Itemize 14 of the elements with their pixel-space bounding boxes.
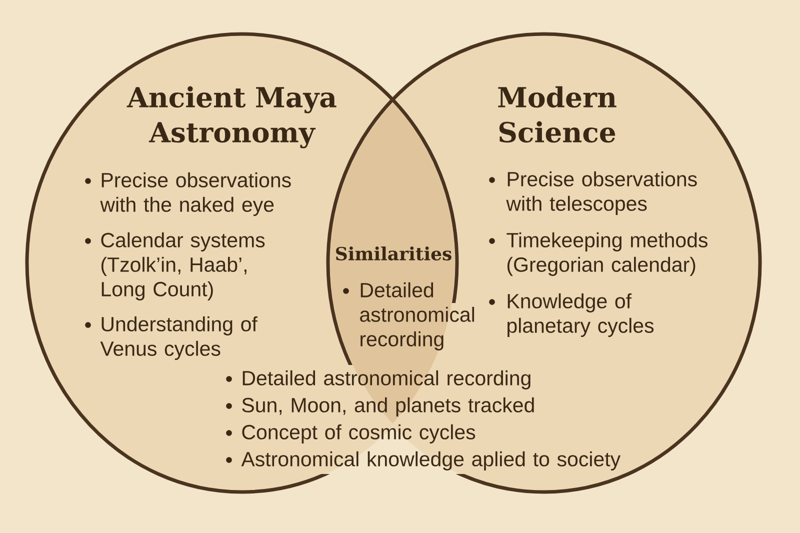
heading: Similarities bbox=[336, 246, 452, 260]
list-item: Astronomical knowledge aplied to society bbox=[241, 451, 621, 470]
list-item: Concept of cosmic cycles bbox=[242, 424, 476, 444]
list-item: Detailed astronomical recording bbox=[360, 282, 474, 350]
list-item: Knowledge of planetary cycles bbox=[508, 293, 654, 337]
heading: Modern Science bbox=[498, 86, 616, 143]
list-item: Precise observations with telescopes bbox=[506, 171, 697, 215]
list-item: Timekeeping methods (Gregorian calendar) bbox=[506, 232, 708, 276]
list-item: Understanding of Venus cycles bbox=[100, 316, 258, 360]
list-item: Detailed astronomical recording bbox=[242, 370, 530, 390]
list-item: Sun, Moon, and planets tracked bbox=[242, 397, 534, 416]
list-item: Precise observations with the naked eye bbox=[100, 172, 291, 216]
list-item: Calendar systems (Tzolk’in, Haab’, Long Count) bbox=[101, 232, 265, 300]
heading: Ancient Maya Astronomy bbox=[126, 86, 336, 148]
